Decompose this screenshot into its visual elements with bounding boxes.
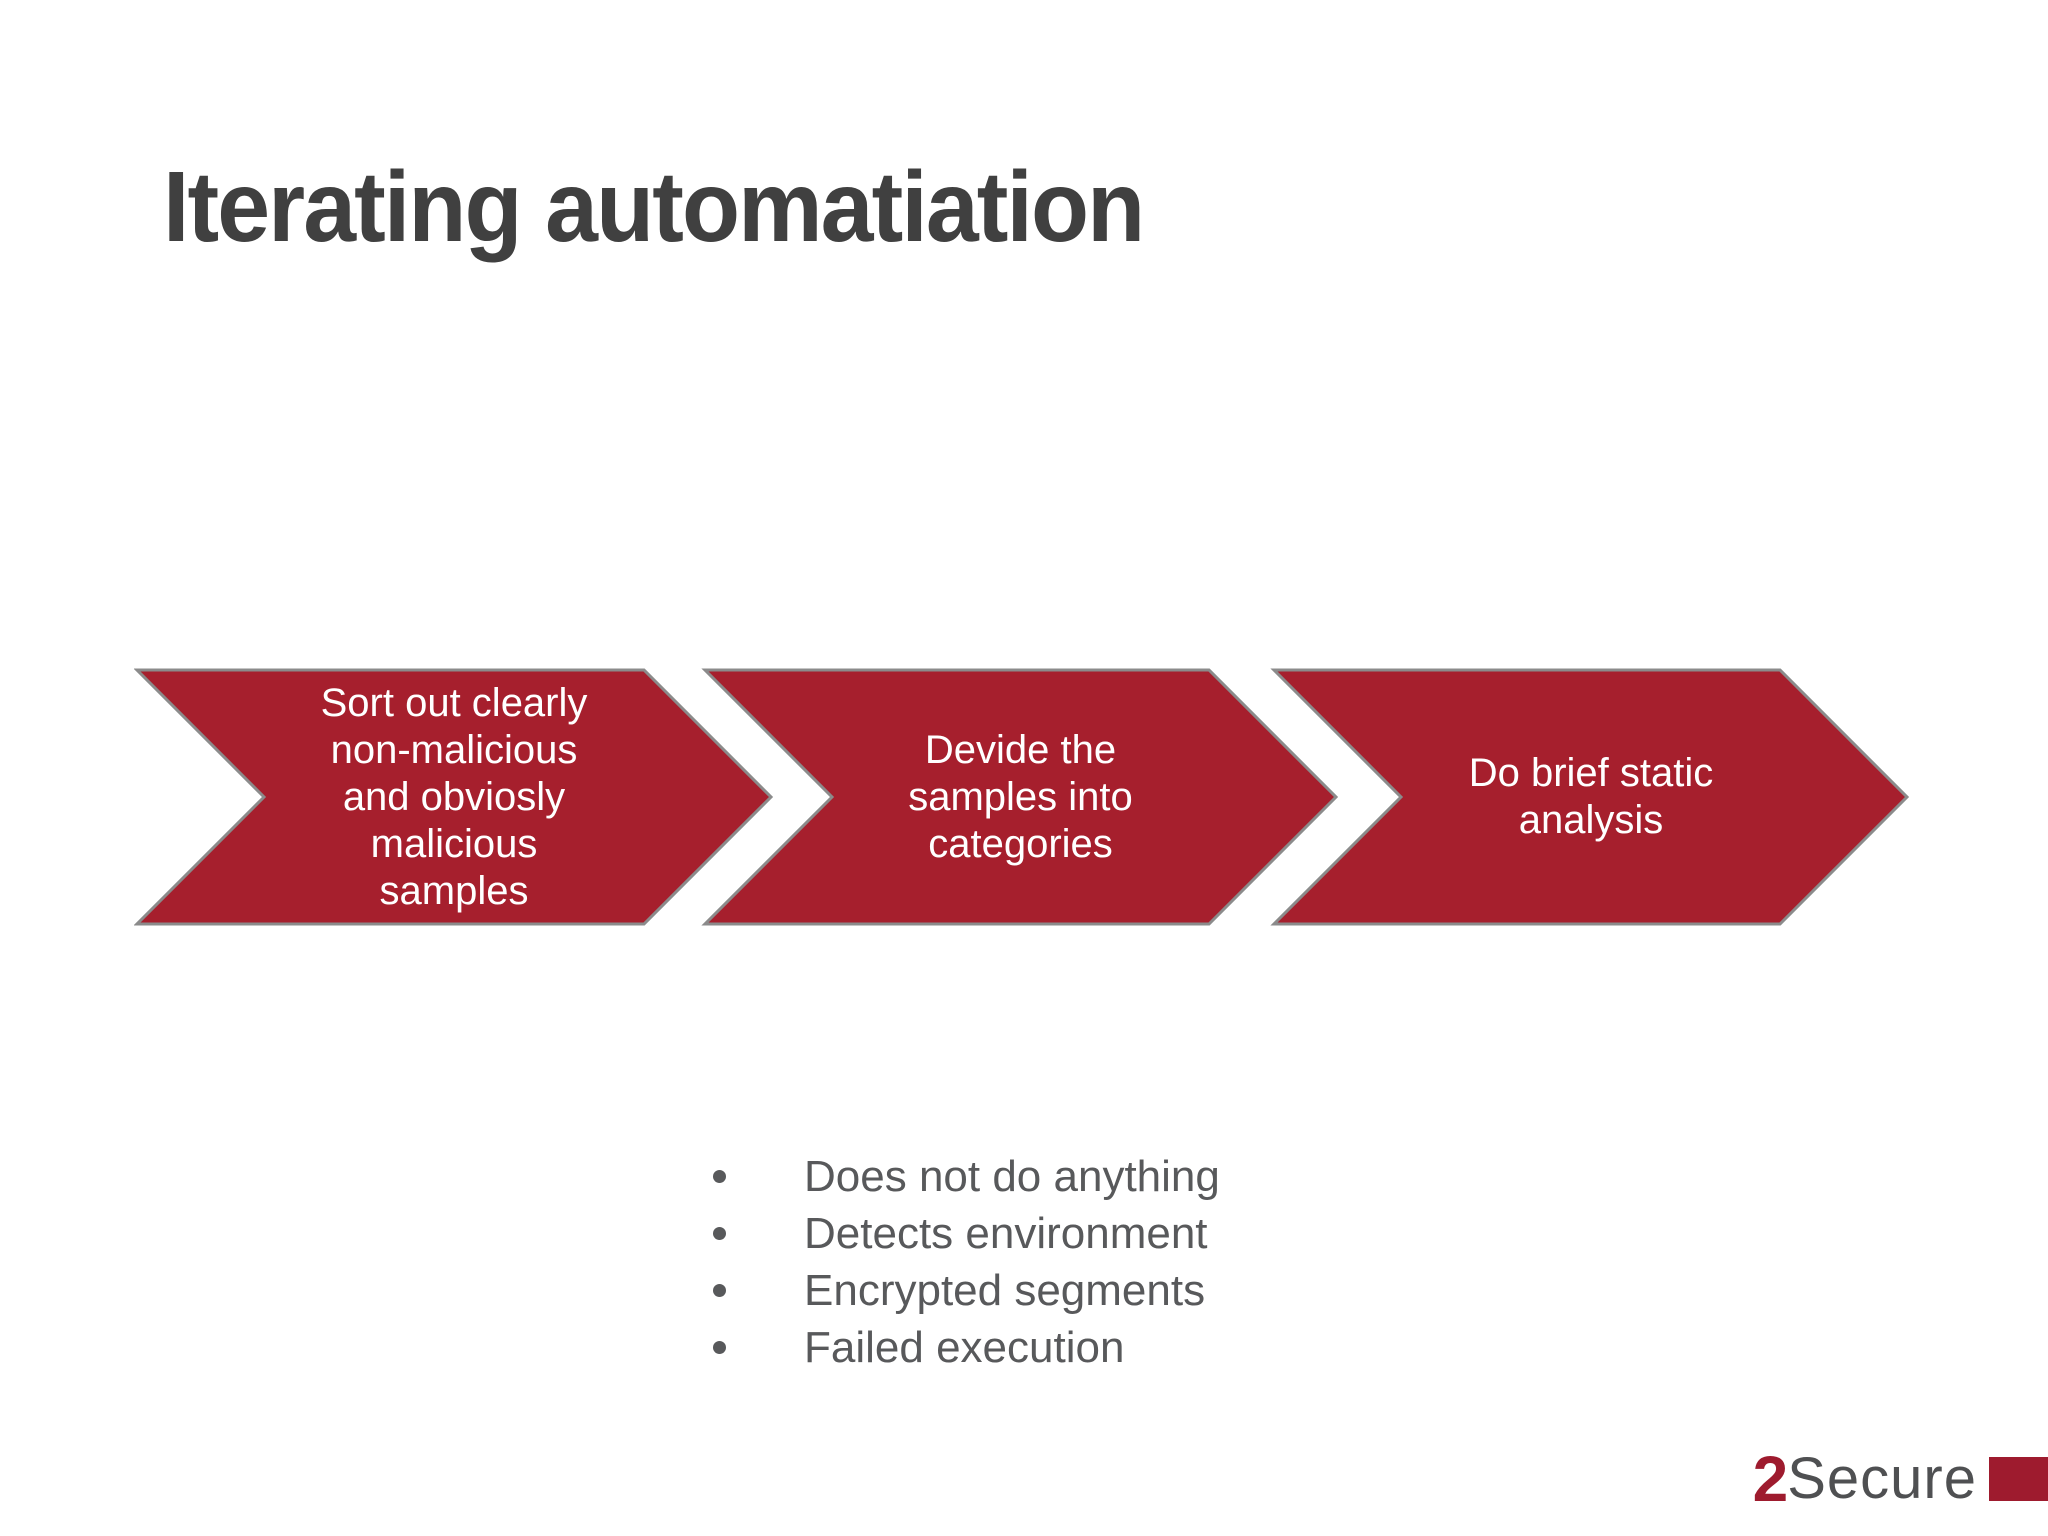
bullet-dot-icon xyxy=(713,1284,726,1297)
bullet-dot-icon xyxy=(713,1341,726,1354)
list-item: Encrypted segments xyxy=(713,1262,1220,1319)
company-logo: 2 Secure xyxy=(1752,1443,2048,1515)
logo-accent-bar xyxy=(1989,1457,2048,1501)
bullet-item-text: Encrypted segments xyxy=(804,1266,1206,1315)
chevron-arrow-shape-3 xyxy=(1270,668,1910,926)
list-item: Detects environment xyxy=(713,1205,1220,1262)
process-flow-diagram xyxy=(134,668,1910,926)
logo-prefix-2: 2 xyxy=(1752,1443,1789,1515)
bullet-item-text: Does not do anything xyxy=(804,1152,1220,1201)
slide-title: Iterating automatiation xyxy=(163,151,1145,263)
logo-name-secure: Secure xyxy=(1787,1446,1977,1511)
bullet-list: Does not do anything Detects environment… xyxy=(713,1148,1220,1376)
chevron-arrow-shape-1 xyxy=(134,668,774,926)
bullet-item-text: Detects environment xyxy=(804,1209,1208,1258)
list-item: Does not do anything xyxy=(713,1148,1220,1205)
bullet-item-text: Failed execution xyxy=(804,1323,1125,1372)
bullet-dot-icon xyxy=(713,1170,726,1183)
list-item: Failed execution xyxy=(713,1319,1220,1376)
bullet-dot-icon xyxy=(713,1227,726,1240)
chevron-arrow-shape-2 xyxy=(701,668,1339,926)
